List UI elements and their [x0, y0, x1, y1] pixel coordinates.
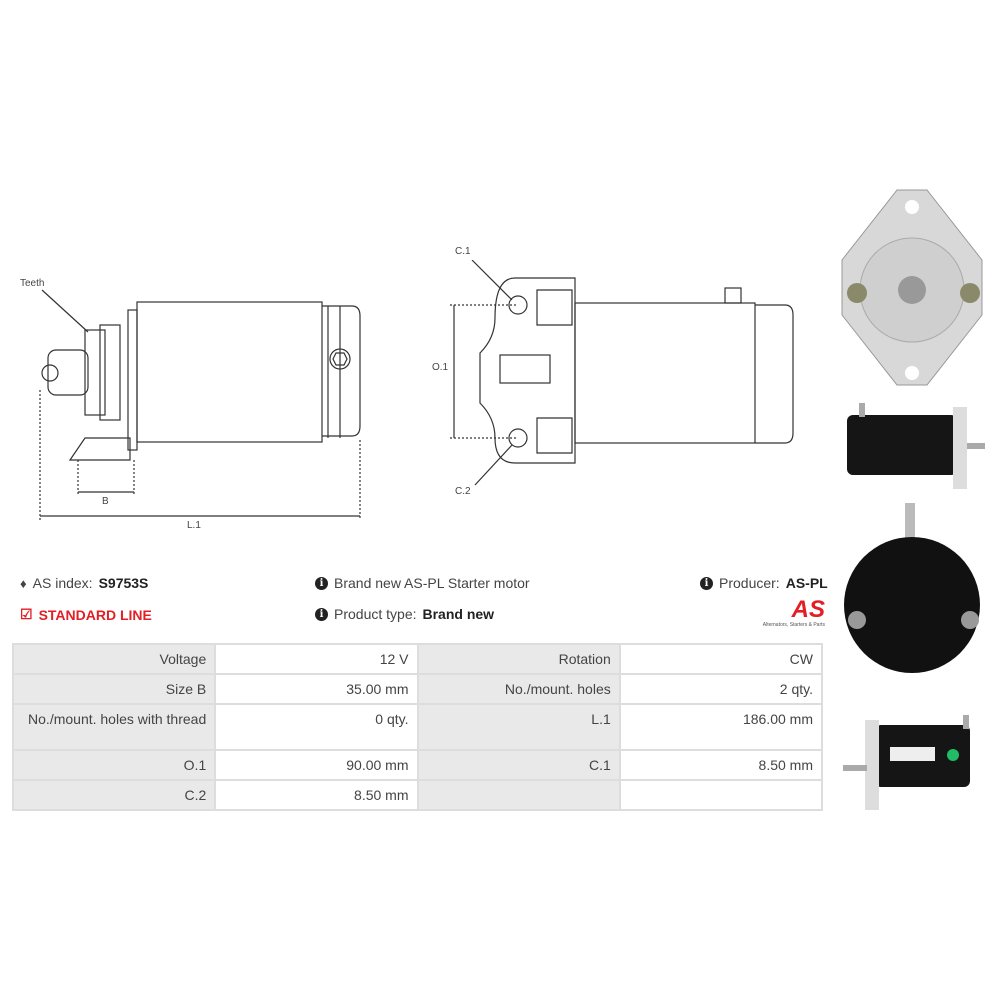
as-logo: AS Alternators, Starters & Parts	[745, 596, 825, 629]
spec-value: 12 V	[214, 643, 419, 675]
info-icon: i	[700, 576, 713, 590]
b-label: B	[102, 496, 109, 507]
side-view-drawing	[39, 289, 361, 520]
c2-label: C.2	[455, 486, 471, 497]
checkbox-icon: ☑	[20, 606, 33, 622]
product-type-label: Product type:	[334, 606, 417, 622]
spec-value	[618, 779, 824, 811]
spec-key: L.1	[416, 703, 621, 751]
tags-icon: ♦	[20, 575, 27, 591]
description: i Brand new AS-PL Starter motor	[315, 575, 530, 591]
spec-key: Voltage	[11, 643, 217, 675]
spec-value: 90.00 mm	[214, 749, 419, 781]
producer-label: Producer:	[719, 575, 780, 591]
producer-value: AS-PL	[785, 575, 828, 591]
spec-value: 8.50 mm	[618, 749, 824, 781]
spec-value: 35.00 mm	[214, 673, 419, 705]
standard-line-label: STANDARD LINE	[38, 606, 152, 623]
teeth-label: Teeth	[20, 278, 45, 289]
as-index: ♦ AS index: S9753S	[20, 575, 148, 591]
spec-value: 186.00 mm	[618, 703, 824, 751]
spec-value: 2 qty.	[618, 673, 824, 705]
product-photos	[841, 189, 985, 810]
l1-label: L.1	[187, 520, 201, 531]
product-type: i Product type: Brand new	[315, 606, 494, 622]
spec-key: Rotation	[416, 643, 621, 675]
spec-key: C.2	[11, 779, 217, 811]
info-icon: i	[315, 576, 328, 590]
spec-value: 0 qty.	[214, 703, 419, 751]
spec-key: C.1	[416, 749, 621, 781]
producer: i Producer: AS-PL	[700, 575, 828, 591]
spec-key	[416, 779, 621, 811]
spec-key: Size B	[11, 673, 217, 705]
description-text: Brand new AS-PL Starter motor	[334, 575, 530, 591]
as-index-label: AS index:	[32, 575, 93, 591]
c1-label: C.1	[455, 246, 471, 257]
spec-key: No./mount. holes with thread	[11, 703, 217, 751]
standard-line: ☑ STANDARD LINE	[20, 606, 152, 623]
info-icon: i	[315, 607, 328, 621]
logo-text: AS	[791, 596, 825, 623]
spec-value: 8.50 mm	[214, 779, 419, 811]
spec-key: No./mount. holes	[416, 673, 621, 705]
front-view-drawing	[450, 260, 794, 486]
spec-key: O.1	[11, 749, 217, 781]
product-type-value: Brand new	[422, 606, 495, 622]
as-index-value: S9753S	[98, 575, 149, 591]
spec-value: CW	[618, 643, 824, 675]
o1-label: O.1	[432, 362, 449, 373]
logo-tagline: Alternators, Starters & Parts	[762, 622, 825, 628]
